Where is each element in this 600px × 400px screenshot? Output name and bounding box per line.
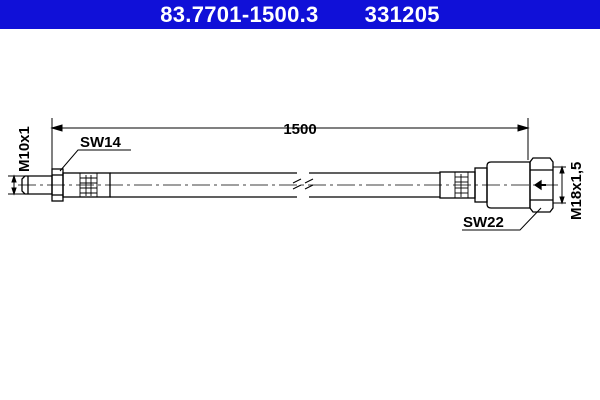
- length-dimension: [50, 118, 530, 170]
- left-thread-dimension: [8, 174, 25, 196]
- hose: [110, 172, 440, 198]
- length-label: 1500: [283, 121, 316, 138]
- right-thread-label: M18x1,5: [568, 162, 585, 220]
- right-fitting: [439, 157, 554, 213]
- right-wrench-size: SW22: [463, 214, 504, 231]
- part-number: 83.7701-1500.3: [160, 1, 319, 27]
- right-thread-dimension: [553, 165, 566, 205]
- arrow-icon: [533, 179, 542, 191]
- sw14-leader: [59, 149, 131, 172]
- title-bar: 83.7701-1500.3 331205: [0, 0, 600, 29]
- reference-number: 331205: [364, 1, 440, 27]
- left-wrench-size: SW14: [80, 134, 122, 151]
- left-thread-label: M10x1: [16, 126, 33, 172]
- sw22-leader: [462, 207, 542, 231]
